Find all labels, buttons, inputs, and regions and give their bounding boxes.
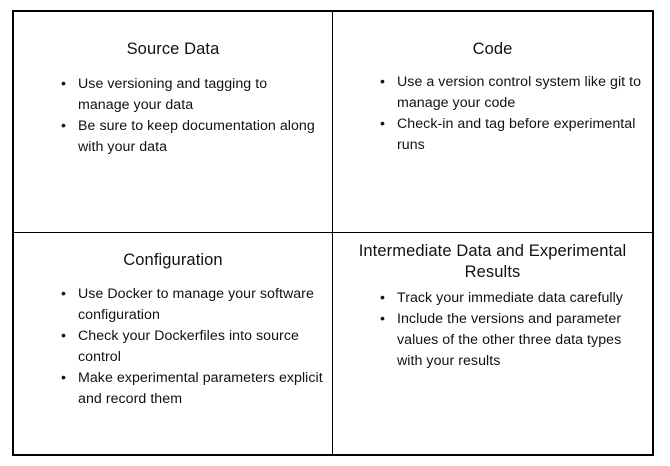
bullet-dot-icon: • xyxy=(380,116,386,132)
bullet-dot-icon: • xyxy=(380,290,386,306)
bullet-dot-icon: • xyxy=(61,76,67,92)
bullet-list-source-data: • Use versioning and tagging to manage y… xyxy=(58,74,318,158)
table-cell-source-data: Source Data • Use versioning and tagging… xyxy=(14,12,333,233)
list-item: • Make experimental parameters explicit … xyxy=(58,368,324,410)
bullet-list-intermediate-data: • Track your immediate data carefully • … xyxy=(377,288,642,372)
cell-title-source-data: Source Data xyxy=(126,40,220,58)
bullet-dot-icon: • xyxy=(61,370,67,386)
list-item-text: Make experimental parameters explicit an… xyxy=(78,370,323,407)
list-item: • Use versioning and tagging to manage y… xyxy=(58,74,318,116)
bullet-list-configuration: • Use Docker to manage your software con… xyxy=(58,284,324,410)
bullet-dot-icon: • xyxy=(61,286,67,302)
list-item-text: Check-in and tag before experimental run… xyxy=(397,116,636,153)
bullet-list-code: • Use a version control system like git … xyxy=(377,72,642,156)
list-item-text: Be sure to keep documentation along with… xyxy=(78,118,315,155)
four-quadrant-table: Source Data • Use versioning and tagging… xyxy=(12,10,654,456)
cell-title-intermediate-data: Intermediate Data and Experimental Resul… xyxy=(358,242,627,281)
list-item-text: Check your Dockerfiles into source contr… xyxy=(78,328,299,365)
list-item-text: Use Docker to manage your software confi… xyxy=(78,286,314,323)
cell-title-code: Code xyxy=(472,40,513,58)
list-item: • Use a version control system like git … xyxy=(377,72,642,114)
list-item: • Include the versions and parameter val… xyxy=(377,309,642,372)
list-item: • Use Docker to manage your software con… xyxy=(58,284,324,326)
list-item-text: Include the versions and parameter value… xyxy=(397,311,622,369)
bullet-dot-icon: • xyxy=(380,74,386,90)
list-item: • Track your immediate data carefully xyxy=(377,288,642,309)
bullet-dot-icon: • xyxy=(61,328,67,344)
table-cell-code: Code • Use a version control system like… xyxy=(333,12,652,233)
table-cell-intermediate-data: Intermediate Data and Experimental Resul… xyxy=(333,233,652,454)
cell-title-configuration: Configuration xyxy=(123,251,223,269)
table-cell-configuration: Configuration • Use Docker to manage you… xyxy=(14,233,333,454)
list-item: • Be sure to keep documentation along wi… xyxy=(58,116,318,158)
list-item-text: Track your immediate data carefully xyxy=(397,290,623,306)
list-item-text: Use versioning and tagging to manage you… xyxy=(78,76,268,113)
list-item-text: Use a version control system like git to… xyxy=(397,74,642,111)
list-item: • Check your Dockerfiles into source con… xyxy=(58,326,324,368)
bullet-dot-icon: • xyxy=(380,311,386,327)
bullet-dot-icon: • xyxy=(61,118,67,134)
list-item: • Check-in and tag before experimental r… xyxy=(377,114,642,156)
